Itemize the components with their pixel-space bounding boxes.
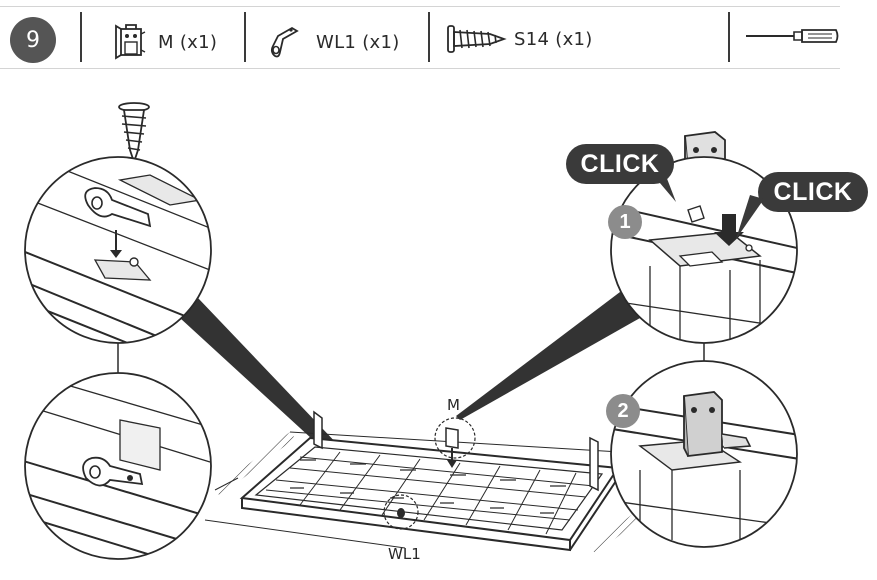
divider (428, 12, 430, 62)
click-pointer-1 (654, 176, 676, 202)
detail-m-installed (611, 361, 797, 547)
sub-step-1-badge: 1 (608, 205, 642, 239)
label-m: M (447, 396, 460, 414)
detail-wl1-placement (25, 157, 211, 343)
click-callout-2: CLICK (758, 172, 868, 212)
m-location-marker (434, 417, 476, 459)
bracket-m-icon (115, 24, 146, 60)
step-number-badge: 9 (10, 17, 56, 63)
screw-s14-icon (447, 25, 507, 53)
divider (244, 12, 246, 62)
assembly-illustration (24, 102, 798, 560)
part-wl1: WL1 (x1) (266, 22, 400, 62)
part-s14: S14 (x1) (446, 22, 593, 56)
sub-step-2-badge: 2 (606, 394, 640, 428)
part-m-label: M (x1) (158, 31, 218, 53)
wall-lock-wl1-icon (270, 26, 299, 58)
part-s14-label: S14 (x1) (514, 28, 593, 50)
divider (728, 12, 730, 62)
detail-wl1-installed (25, 373, 211, 559)
label-wl1: WL1 (388, 545, 421, 563)
parts-header: 9 M (x1) WL1 (x1) S14 (x1) (0, 0, 877, 70)
divider (80, 12, 82, 62)
header-top-rule (0, 6, 840, 7)
part-wl1-label: WL1 (x1) (316, 31, 400, 53)
part-m: M (x1) (112, 22, 217, 62)
zoom-cone-m (456, 292, 640, 420)
floor-area (204, 431, 646, 554)
click-pointer-2 (736, 195, 764, 239)
wl1-location-marker (383, 494, 419, 530)
header-bottom-rule (0, 68, 840, 69)
screwdriver-icon (746, 29, 839, 43)
